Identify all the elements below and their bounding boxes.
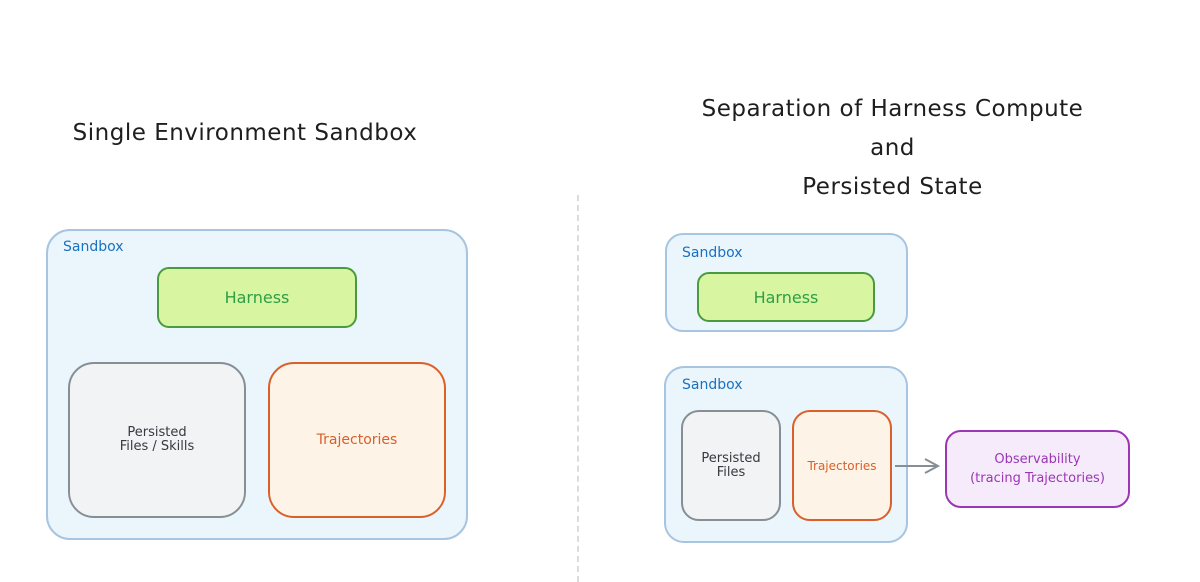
sandbox-label: Sandbox	[682, 377, 743, 393]
right-title-line-2: and	[870, 135, 915, 161]
harness-box: Harness	[157, 267, 357, 328]
persisted-line-1: Persisted	[127, 425, 187, 440]
observability-box: Observability (tracing Trajectories)	[945, 430, 1130, 508]
right-title-line-3: Persisted State	[802, 174, 983, 200]
observability-line-1: Observability	[994, 452, 1081, 467]
observability-line-2: (tracing Trajectories)	[970, 471, 1105, 486]
trajectories-box: Trajectories	[792, 410, 892, 521]
sandbox-label: Sandbox	[682, 245, 743, 261]
trajectories-box: Trajectories	[268, 362, 446, 518]
right-title-line-1: Separation of Harness Compute	[701, 96, 1084, 122]
harness-box: Harness	[697, 272, 875, 322]
persisted-line-2: Files	[716, 464, 746, 480]
left-title: Single Environment Sandbox	[72, 120, 418, 146]
divider	[577, 195, 579, 582]
persisted-line-2: Files / Skills	[119, 439, 195, 454]
persisted-line-1: Persisted	[701, 450, 761, 466]
right-title: Separation of Harness Compute and Persis…	[640, 90, 1145, 207]
arrow-icon	[895, 458, 941, 474]
sandbox-label: Sandbox	[63, 239, 124, 255]
